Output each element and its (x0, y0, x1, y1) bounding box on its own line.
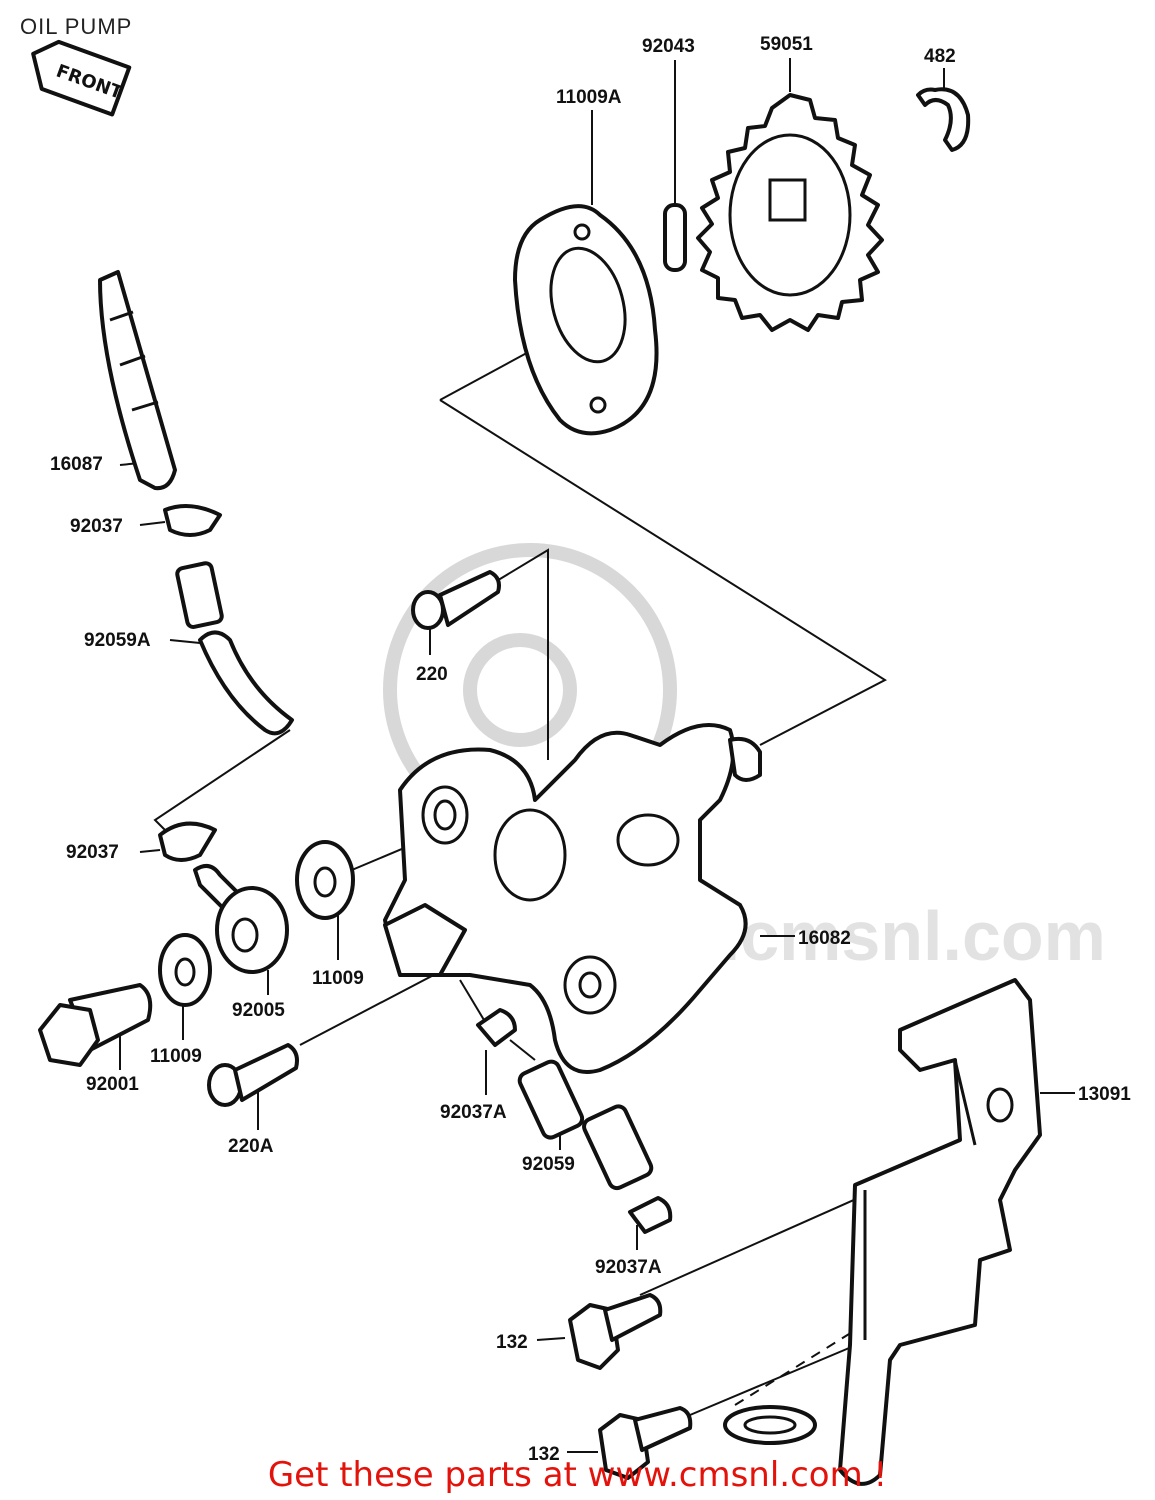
label-482: 482 (924, 46, 956, 67)
bolt-132-lower (598, 1406, 693, 1480)
label-92001: 92001 (86, 1074, 139, 1095)
label-92037a-2: 92037A (595, 1257, 662, 1278)
label-132-lower: 132 (528, 1444, 560, 1465)
label-92005: 92005 (232, 1000, 285, 1021)
label-16082: 16082 (798, 928, 851, 949)
label-132-upper: 132 (496, 1332, 528, 1353)
label-220a: 220A (228, 1136, 274, 1157)
pump-gear-59051 (696, 93, 884, 332)
bracket-13091 (723, 978, 1042, 1486)
label-59051: 59051 (760, 34, 813, 55)
label-92037-top: 92037 (70, 516, 123, 537)
screw-220a (207, 1043, 299, 1107)
bolt-132-upper (568, 1293, 663, 1370)
label-13091: 13091 (1078, 1084, 1131, 1105)
label-11009a: 11009A (556, 87, 622, 108)
screw-220 (411, 570, 501, 630)
banjo-bolt-92001 (38, 983, 153, 1067)
dowel-pin-92043 (663, 203, 687, 272)
hose-clamp-92037-top (163, 504, 222, 537)
label-220: 220 (416, 664, 448, 685)
hose-92059a (175, 561, 294, 736)
label-92043: 92043 (642, 36, 695, 57)
oil-pump-body-16082 (383, 723, 762, 1074)
hose-clamp-92037a-2 (628, 1196, 673, 1234)
diagram-title: OIL PUMP (20, 14, 133, 39)
footer-promo-link[interactable]: Get these parts at www.cmsnl.com ! (0, 1455, 1155, 1495)
label-92059a: 92059A (84, 630, 151, 651)
hose-clamp-92037a-1 (476, 1008, 517, 1047)
washer-11009-low (158, 933, 212, 1007)
label-11009-low: 11009 (150, 1046, 202, 1067)
front-arrow-icon: FRONT (31, 39, 132, 117)
gasket-11009a (513, 204, 659, 436)
hose-clamp-92037-mid (158, 821, 217, 862)
label-92037a-1: 92037A (440, 1102, 507, 1123)
footer-promo-text: Get these parts at www.cmsnl.com ! (267, 1455, 888, 1495)
label-11009-mid: 11009 (312, 968, 364, 989)
hose-92059 (517, 1059, 654, 1191)
label-92037-mid: 92037 (66, 842, 119, 863)
circlip-482 (916, 87, 971, 152)
banjo-fitting-92005 (193, 864, 289, 974)
oil-pipe-16087 (98, 270, 177, 491)
label-92059: 92059 (522, 1154, 575, 1175)
washer-11009-mid (295, 840, 355, 920)
label-16087: 16087 (50, 454, 103, 475)
